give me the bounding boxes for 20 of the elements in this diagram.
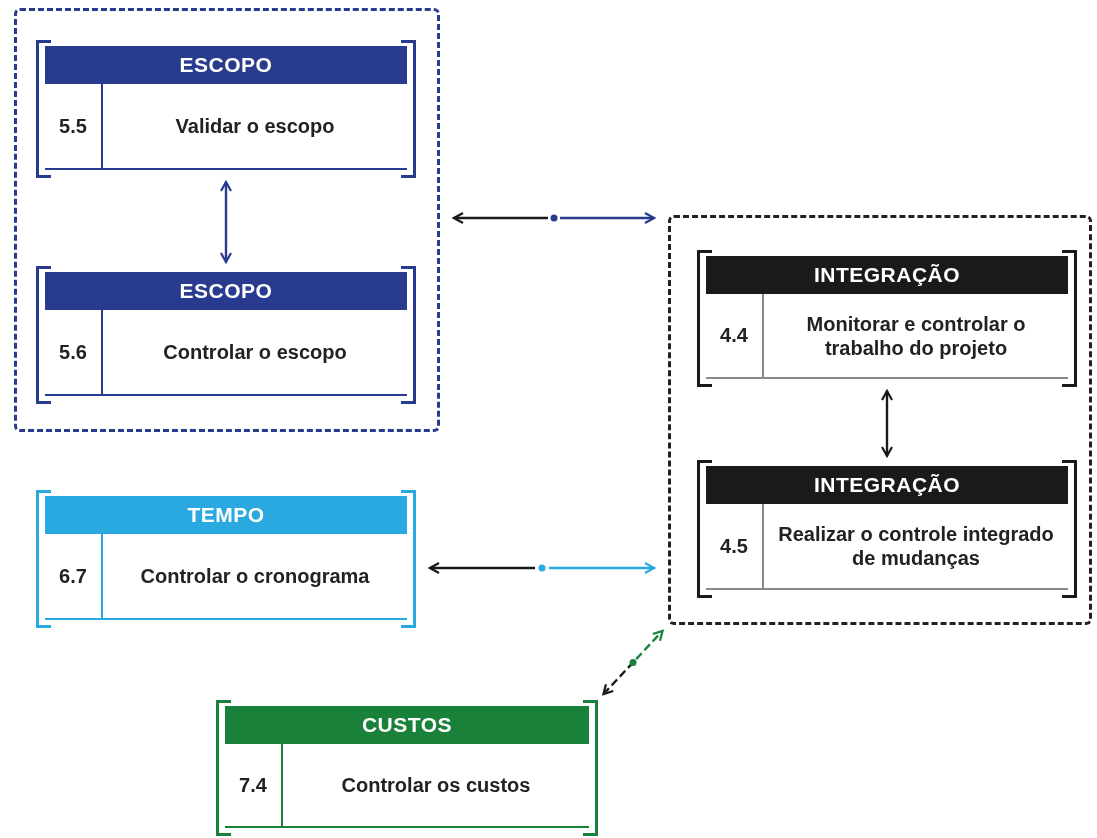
process-name: Realizar o controle integrado de mudanças: [777, 522, 1055, 571]
process-name: Monitorar e controlar o trabalho do projeto: [805, 311, 1027, 361]
process-number: 6.7: [45, 534, 103, 618]
process-number: 5.5: [45, 84, 103, 168]
dashed-group-frame: [668, 215, 1092, 625]
process-name: Controlar os custos: [340, 773, 532, 798]
process-name: Controlar o cronograma: [139, 564, 371, 589]
process-number: 5.6: [45, 310, 103, 394]
dashed-group-frame: [14, 8, 440, 432]
card-header: INTEGRAÇÃO: [706, 466, 1068, 504]
card-header: CUSTOS: [225, 706, 589, 744]
card-header: ESCOPO: [45, 46, 407, 84]
card-header: TEMPO: [45, 496, 407, 534]
process-number: 4.4: [706, 294, 764, 377]
process-name: Controlar o escopo: [162, 340, 348, 365]
process-number: 7.4: [225, 744, 283, 826]
card-header: INTEGRAÇÃO: [706, 256, 1068, 294]
process-number: 4.5: [706, 504, 764, 588]
card-header: ESCOPO: [45, 272, 407, 310]
process-name: Validar o escopo: [174, 114, 336, 139]
